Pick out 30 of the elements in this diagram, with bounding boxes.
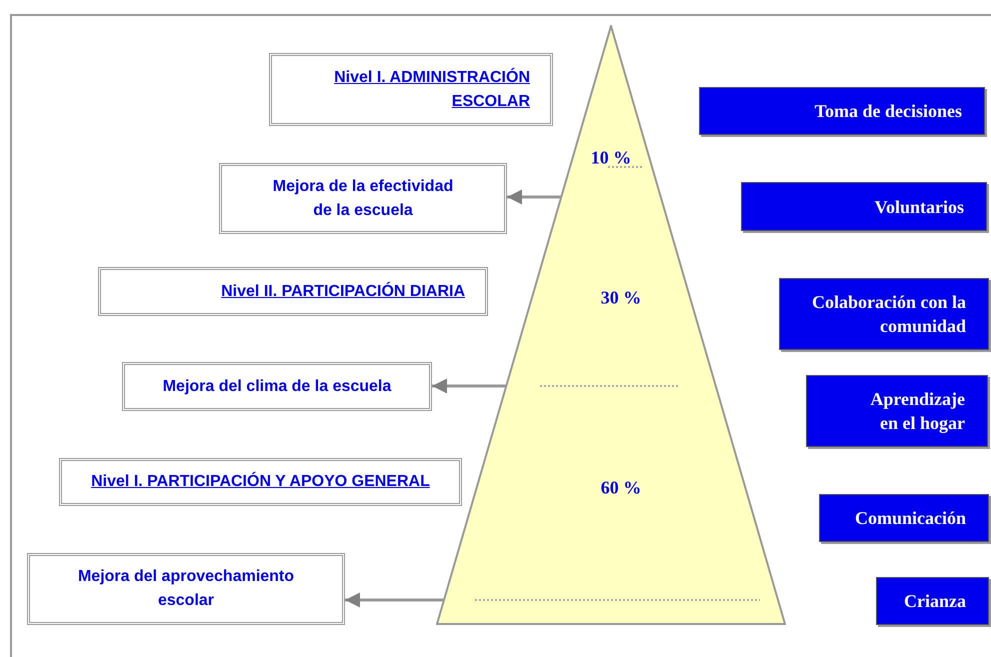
level-box bbox=[98, 267, 488, 316]
outcome-label: Mejora del clima de la escuela bbox=[162, 376, 392, 396]
category-box bbox=[699, 87, 985, 135]
outcome-box bbox=[122, 362, 432, 411]
outcome-label: Mejora de la efectividad de la escuela bbox=[272, 176, 454, 220]
outcome-box bbox=[219, 163, 507, 234]
category-box bbox=[806, 375, 988, 447]
level-box bbox=[269, 53, 553, 126]
arrow bbox=[507, 190, 561, 204]
category-box bbox=[819, 494, 989, 542]
arrow bbox=[432, 378, 506, 394]
outcome-label: Mejora del aprovechamiento escolar bbox=[76, 567, 296, 611]
outcome-box bbox=[27, 553, 345, 625]
percentage-label: 60 % bbox=[600, 478, 642, 498]
level-title: Nivel II. PARTICIPACIÓN DIARIA bbox=[221, 280, 465, 302]
category-box bbox=[779, 278, 989, 350]
category-label: Voluntarios bbox=[874, 196, 964, 218]
percentage-label: 10 % bbox=[590, 148, 632, 168]
category-box bbox=[741, 182, 987, 231]
level-title: Nivel I. ADMINISTRACIÓN ESCOLAR bbox=[333, 66, 530, 112]
level-box bbox=[59, 458, 462, 506]
category-label: Comunicación bbox=[854, 507, 966, 530]
category-box bbox=[876, 577, 989, 625]
category-label: Toma de decisiones bbox=[814, 100, 962, 123]
category-label: Aprendizaje en el hogar bbox=[869, 388, 965, 435]
category-label: Crianza bbox=[904, 590, 966, 613]
category-label: Colaboración con la comunidad bbox=[810, 291, 966, 338]
level-title: Nivel I. PARTICIPACIÓN Y APOYO GENERAL bbox=[91, 470, 430, 492]
percentage-label: 30 % bbox=[600, 288, 642, 308]
arrow bbox=[345, 592, 444, 608]
